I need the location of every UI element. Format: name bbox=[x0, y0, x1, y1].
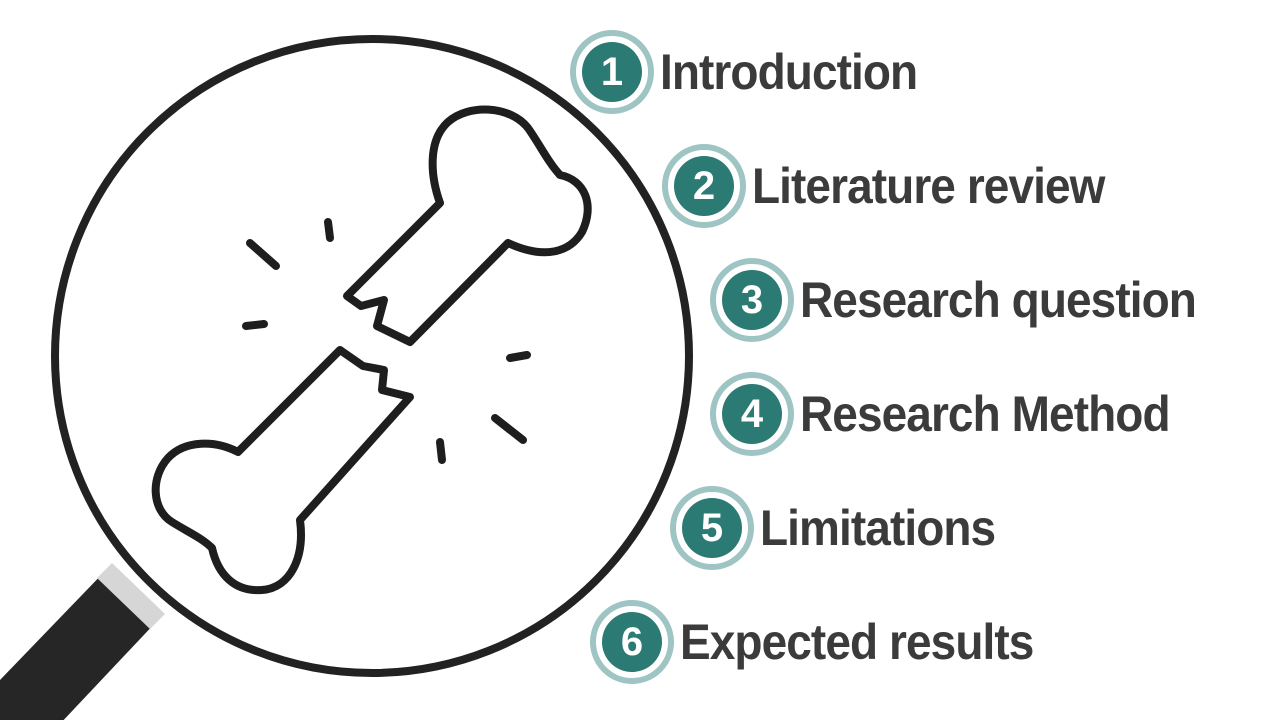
item-label: Research Method bbox=[800, 386, 1171, 442]
crack-line bbox=[506, 351, 531, 362]
broken-bone-icon bbox=[151, 105, 592, 595]
crack-line bbox=[324, 218, 334, 242]
item-label: Introduction bbox=[660, 44, 918, 100]
number-badge: 4 bbox=[710, 372, 794, 456]
agenda-item-limitations[interactable]: 5 Limitations bbox=[670, 483, 1016, 573]
number-badge-core: 2 bbox=[674, 156, 734, 216]
agenda-item-literature-review[interactable]: 2 Literature review bbox=[662, 141, 1135, 231]
number-badge-core: 6 bbox=[602, 612, 662, 672]
item-number: 5 bbox=[700, 506, 724, 550]
crack-line bbox=[242, 320, 268, 330]
agenda-item-research-method[interactable]: 4 Research Method bbox=[710, 369, 1202, 459]
item-number: 1 bbox=[600, 50, 624, 94]
number-badge: 2 bbox=[662, 144, 746, 228]
item-number: 6 bbox=[620, 620, 644, 664]
item-number: 4 bbox=[740, 392, 764, 436]
item-label: Literature review bbox=[752, 158, 1105, 214]
number-badge-core: 5 bbox=[682, 498, 742, 558]
agenda-item-research-question[interactable]: 3 Research question bbox=[710, 255, 1230, 345]
crack-line bbox=[436, 438, 446, 464]
bone-upper-fragment bbox=[343, 105, 592, 346]
magnifier-handle bbox=[0, 568, 158, 720]
number-badge: 5 bbox=[670, 486, 754, 570]
number-badge-core: 1 bbox=[582, 42, 642, 102]
number-badge: 3 bbox=[710, 258, 794, 342]
bone-lower-fragment bbox=[151, 346, 414, 595]
crack-line bbox=[491, 414, 527, 444]
agenda-item-introduction[interactable]: 1 Introduction bbox=[570, 27, 940, 117]
number-badge: 6 bbox=[590, 600, 674, 684]
item-label: Research question bbox=[800, 272, 1197, 328]
item-number: 2 bbox=[692, 164, 716, 208]
magnifier-collar bbox=[97, 563, 165, 629]
item-label: Expected results bbox=[680, 614, 1034, 670]
number-badge-core: 4 bbox=[722, 384, 782, 444]
agenda-item-expected-results[interactable]: 6 Expected results bbox=[590, 597, 1064, 687]
crack-line bbox=[246, 239, 280, 270]
number-badge-core: 3 bbox=[722, 270, 782, 330]
number-badge: 1 bbox=[570, 30, 654, 114]
item-label: Limitations bbox=[760, 500, 996, 556]
magnifier-lens bbox=[51, 35, 693, 677]
item-number: 3 bbox=[740, 278, 764, 322]
